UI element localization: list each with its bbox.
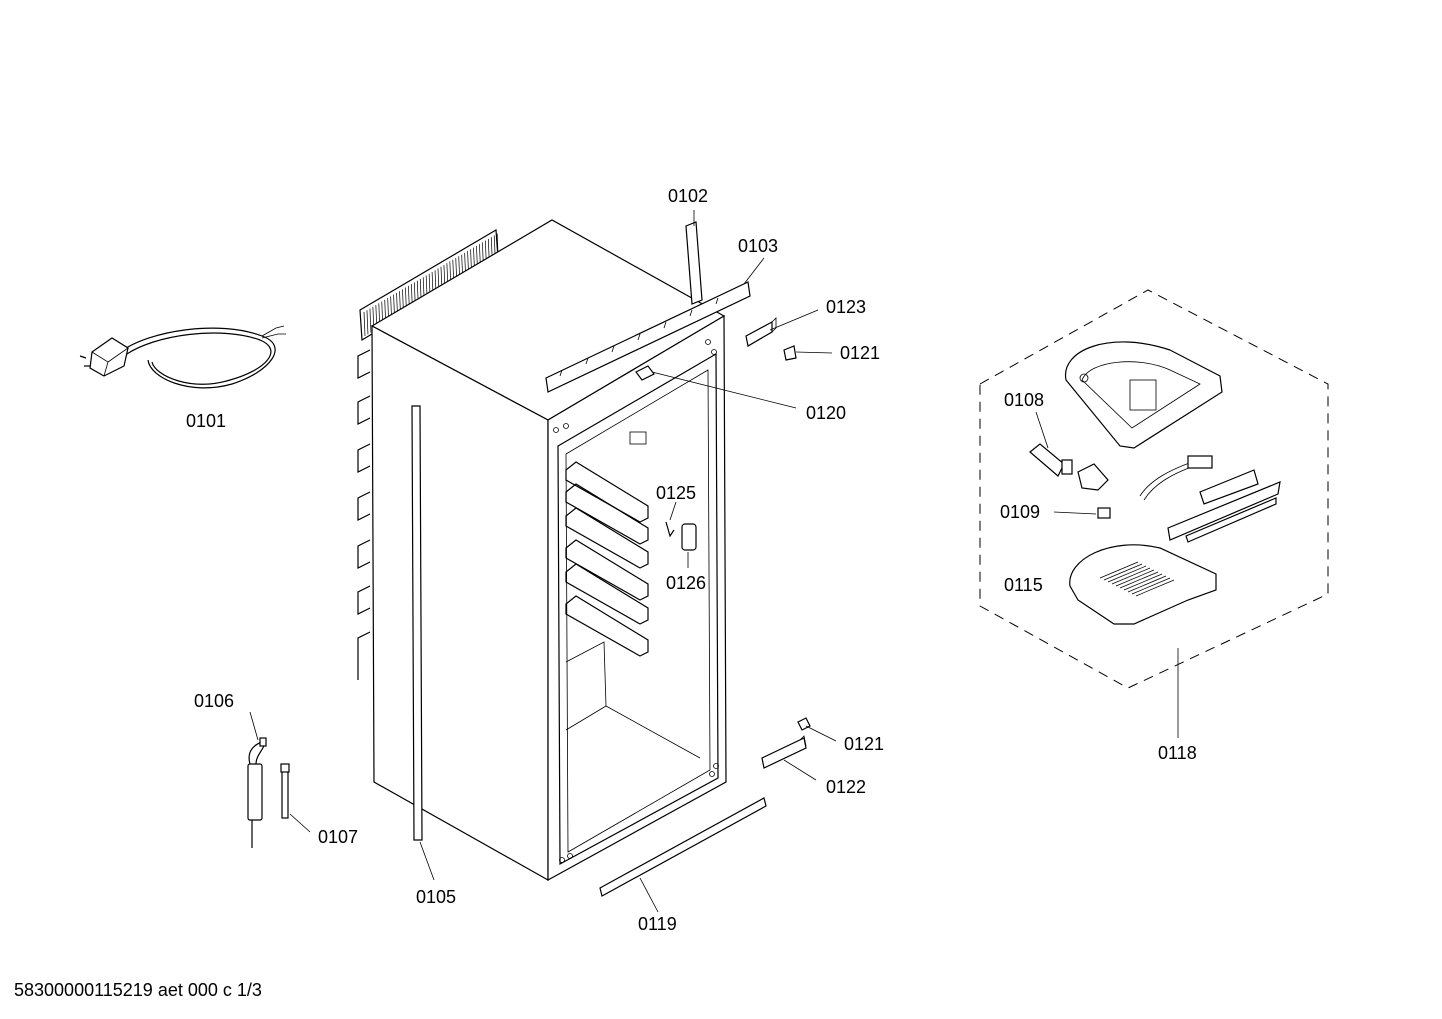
part-label-0102: 0102	[668, 186, 708, 206]
part-label-0101: 0101	[186, 411, 226, 431]
part-labels: 0101 0102 0103 0123 0121 0120 0125 0126 …	[186, 186, 1197, 934]
door-seal-drawing	[411, 405, 423, 841]
part-label-0125: 0125	[656, 483, 696, 503]
leader-lines	[249, 210, 1179, 913]
part-label-0107: 0107	[318, 827, 358, 847]
part-label-0115: 0115	[1004, 575, 1043, 595]
part-label-0122: 0122	[826, 777, 866, 797]
module-outline	[979, 289, 1329, 689]
part-label-0106: 0106	[194, 691, 234, 711]
part-label-0103: 0103	[738, 236, 778, 256]
bottom-strip-drawing	[599, 797, 767, 897]
inner-components-drawing	[665, 521, 697, 551]
part-label-0119: 0119	[638, 914, 677, 934]
part-label-0126: 0126	[666, 573, 706, 593]
part-label-0121-top: 0121	[840, 343, 880, 363]
document-id: 58300000115219 aet 000 c 1/3	[14, 980, 262, 1000]
part-label-0121-bottom: 0121	[844, 734, 884, 754]
part-label-0123: 0123	[826, 297, 866, 317]
power-cord-drawing	[79, 325, 286, 389]
top-hinge-drawing	[745, 317, 797, 361]
part-label-0109: 0109	[1000, 502, 1040, 522]
lamp-module-drawing	[1029, 341, 1281, 625]
top-rail-drawing	[545, 221, 751, 393]
part-label-0108: 0108	[1004, 390, 1044, 410]
part-label-0120: 0120	[806, 403, 846, 423]
thermostat-drawing	[247, 737, 290, 848]
part-label-0118: 0118	[1158, 743, 1197, 763]
bottom-hinge-drawing	[761, 717, 811, 769]
part-label-0105: 0105	[416, 887, 456, 907]
